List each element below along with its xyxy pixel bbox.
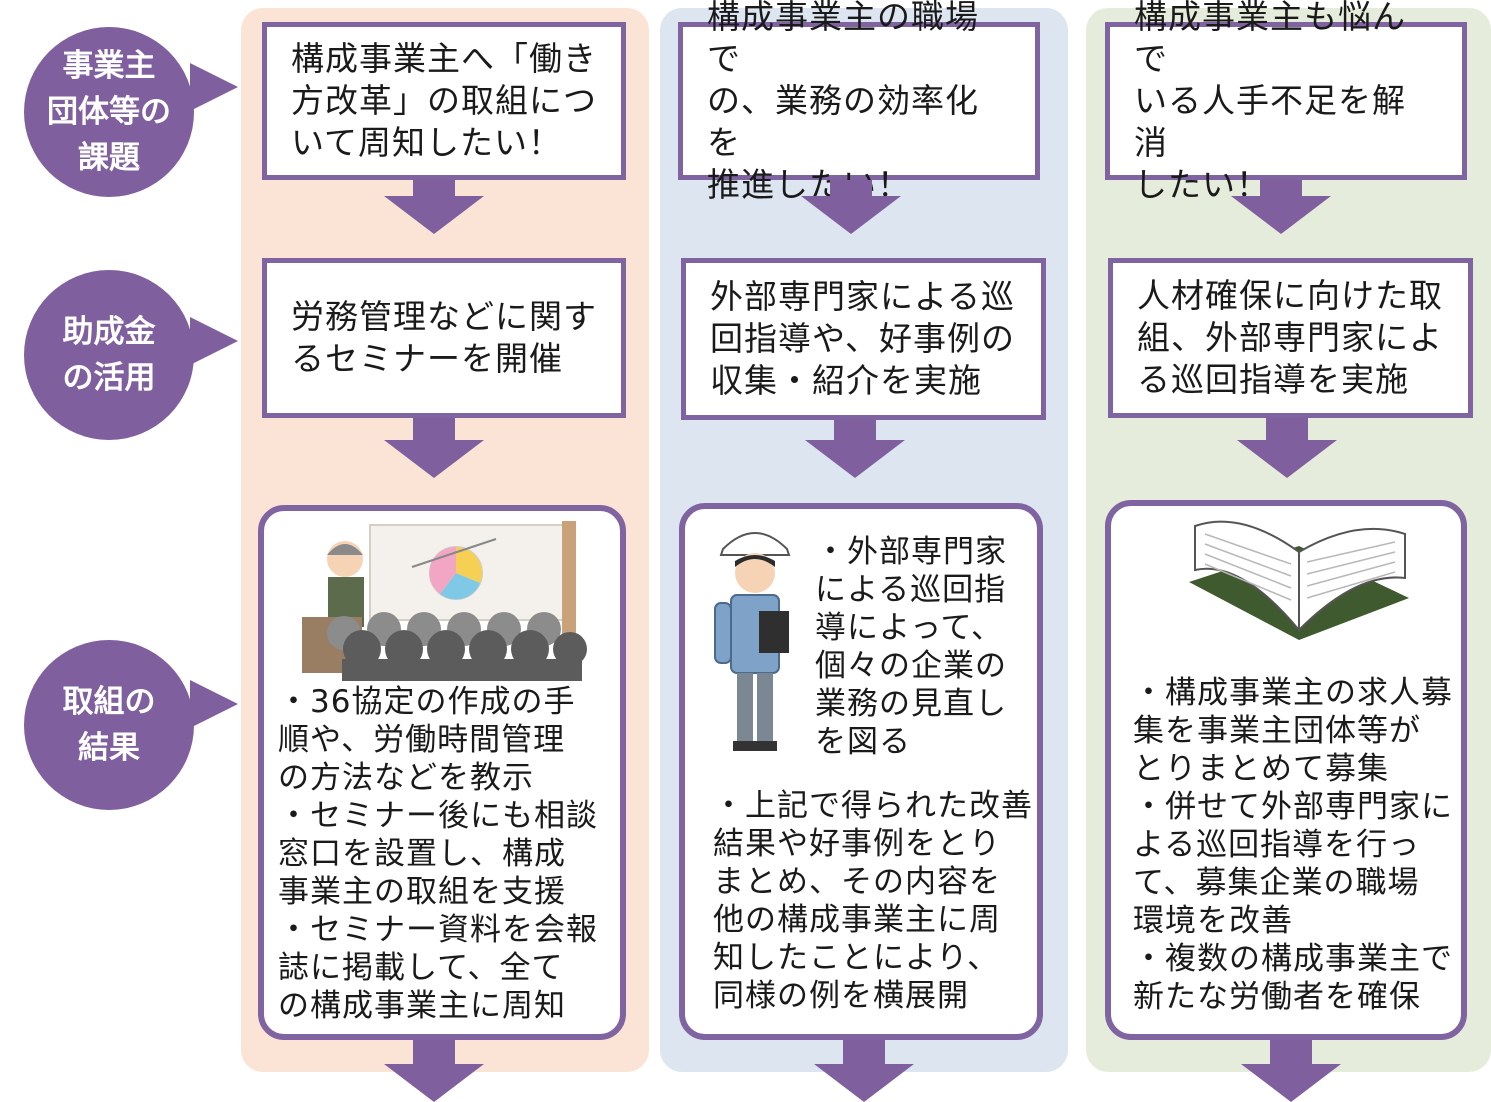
row-label-result: 取組の 結果 bbox=[24, 640, 194, 810]
column-2-result-side-text: ・外部専門家 による巡回指 導によって、 個々の企業の 業務の見直し を図る bbox=[815, 534, 1007, 760]
column-2-issue-box: 構成事業主の職場で の、業務の効率化を 推進したい！ bbox=[678, 0, 1040, 204]
column-2-arrow-1 bbox=[801, 196, 901, 234]
row-label-result-pointer bbox=[190, 680, 238, 728]
column-3-subsidy-box: 人材確保に向けた取 組、外部専門家によ る巡回指導を実施 bbox=[1108, 258, 1473, 418]
construction-worker-illustration bbox=[714, 532, 791, 751]
column-1-arrow-2-stem bbox=[413, 418, 455, 440]
column-1-subsidy-text: 労務管理などに関す るセミナーを開催 bbox=[291, 297, 597, 378]
column-2-subsidy-box: 外部専門家による巡 回指導や、好事例の 収集・紹介を実施 bbox=[681, 258, 1046, 420]
column-2-arrow-3-stem bbox=[843, 1040, 885, 1064]
column-1-issue-box: 構成事業主へ「働き 方改革」の取組につ いて周知したい！ bbox=[262, 22, 626, 180]
column-1-issue-text: 構成事業主へ「働き 方改革」の取組につ いて周知したい！ bbox=[291, 39, 597, 162]
column-3-issue-box: 構成事業主も悩んで いる人手不足を解消 したい！ bbox=[1105, 0, 1467, 204]
column-1-result-box: ・36協定の作成の手 順や、労働時間管理 の方法などを教示 ・セミナー後にも相談… bbox=[258, 505, 626, 1040]
column-3-arrow-2-stem bbox=[1266, 418, 1308, 440]
column-1-arrow-1-stem bbox=[413, 180, 455, 196]
row-label-issue: 事業主 団体等の 課題 bbox=[24, 27, 194, 197]
column-3-arrow-2 bbox=[1237, 440, 1337, 478]
column-1-arrow-3-stem bbox=[413, 1040, 455, 1064]
column-3-result-text: ・構成事業主の求人募 集を事業主団体等が とりまとめて募集 ・併せて外部専門家に… bbox=[1133, 675, 1453, 1015]
column-1-arrow-1 bbox=[384, 196, 484, 234]
column-2-result-text: ・上記で得られた改善 結果や好事例をとり まとめ、その内容を 他の構成事業主に周… bbox=[713, 788, 1033, 1014]
column-3-issue-text: 構成事業主も悩んで いる人手不足を解消 したい！ bbox=[1134, 0, 1406, 204]
column-1-arrow-2 bbox=[384, 440, 484, 478]
row-label-subsidy: 助成金 の活用 bbox=[24, 270, 194, 440]
column-2-issue-text: 構成事業主の職場で の、業務の効率化を 推進したい！ bbox=[707, 0, 979, 204]
column-1-subsidy-box: 労務管理などに関す るセミナーを開催 bbox=[262, 258, 626, 418]
seminar-illustration bbox=[302, 521, 587, 681]
column-3-arrow-1 bbox=[1231, 196, 1331, 234]
column-3-arrow-1-stem bbox=[1260, 180, 1302, 196]
column-2-arrow-2-stem bbox=[834, 420, 876, 440]
column-2-arrow-3 bbox=[814, 1064, 914, 1102]
column-2-result-box: ・外部専門家 による巡回指 導によって、 個々の企業の 業務の見直し を図る ・… bbox=[679, 503, 1043, 1040]
column-3-arrow-3 bbox=[1241, 1064, 1341, 1102]
row-label-subsidy-pointer bbox=[190, 317, 238, 365]
column-2-arrow-1-stem bbox=[830, 180, 872, 196]
column-3-subsidy-text: 人材確保に向けた取 組、外部専門家によ る巡回指導を実施 bbox=[1137, 276, 1443, 399]
column-1-arrow-3 bbox=[384, 1064, 484, 1102]
column-2-arrow-2 bbox=[805, 440, 905, 478]
column-3-arrow-3-stem bbox=[1270, 1040, 1312, 1064]
row-label-issue-pointer bbox=[190, 63, 238, 111]
column-2-subsidy-text: 外部専門家による巡 回指導や、好事例の 収集・紹介を実施 bbox=[710, 277, 1016, 400]
column-3-result-box: ・構成事業主の求人募 集を事業主団体等が とりまとめて募集 ・併せて外部専門家に… bbox=[1105, 500, 1467, 1040]
column-1-result-text: ・36協定の作成の手 順や、労働時間管理 の方法などを教示 ・セミナー後にも相談… bbox=[278, 684, 598, 1024]
open-notebook-illustration bbox=[1189, 520, 1409, 640]
